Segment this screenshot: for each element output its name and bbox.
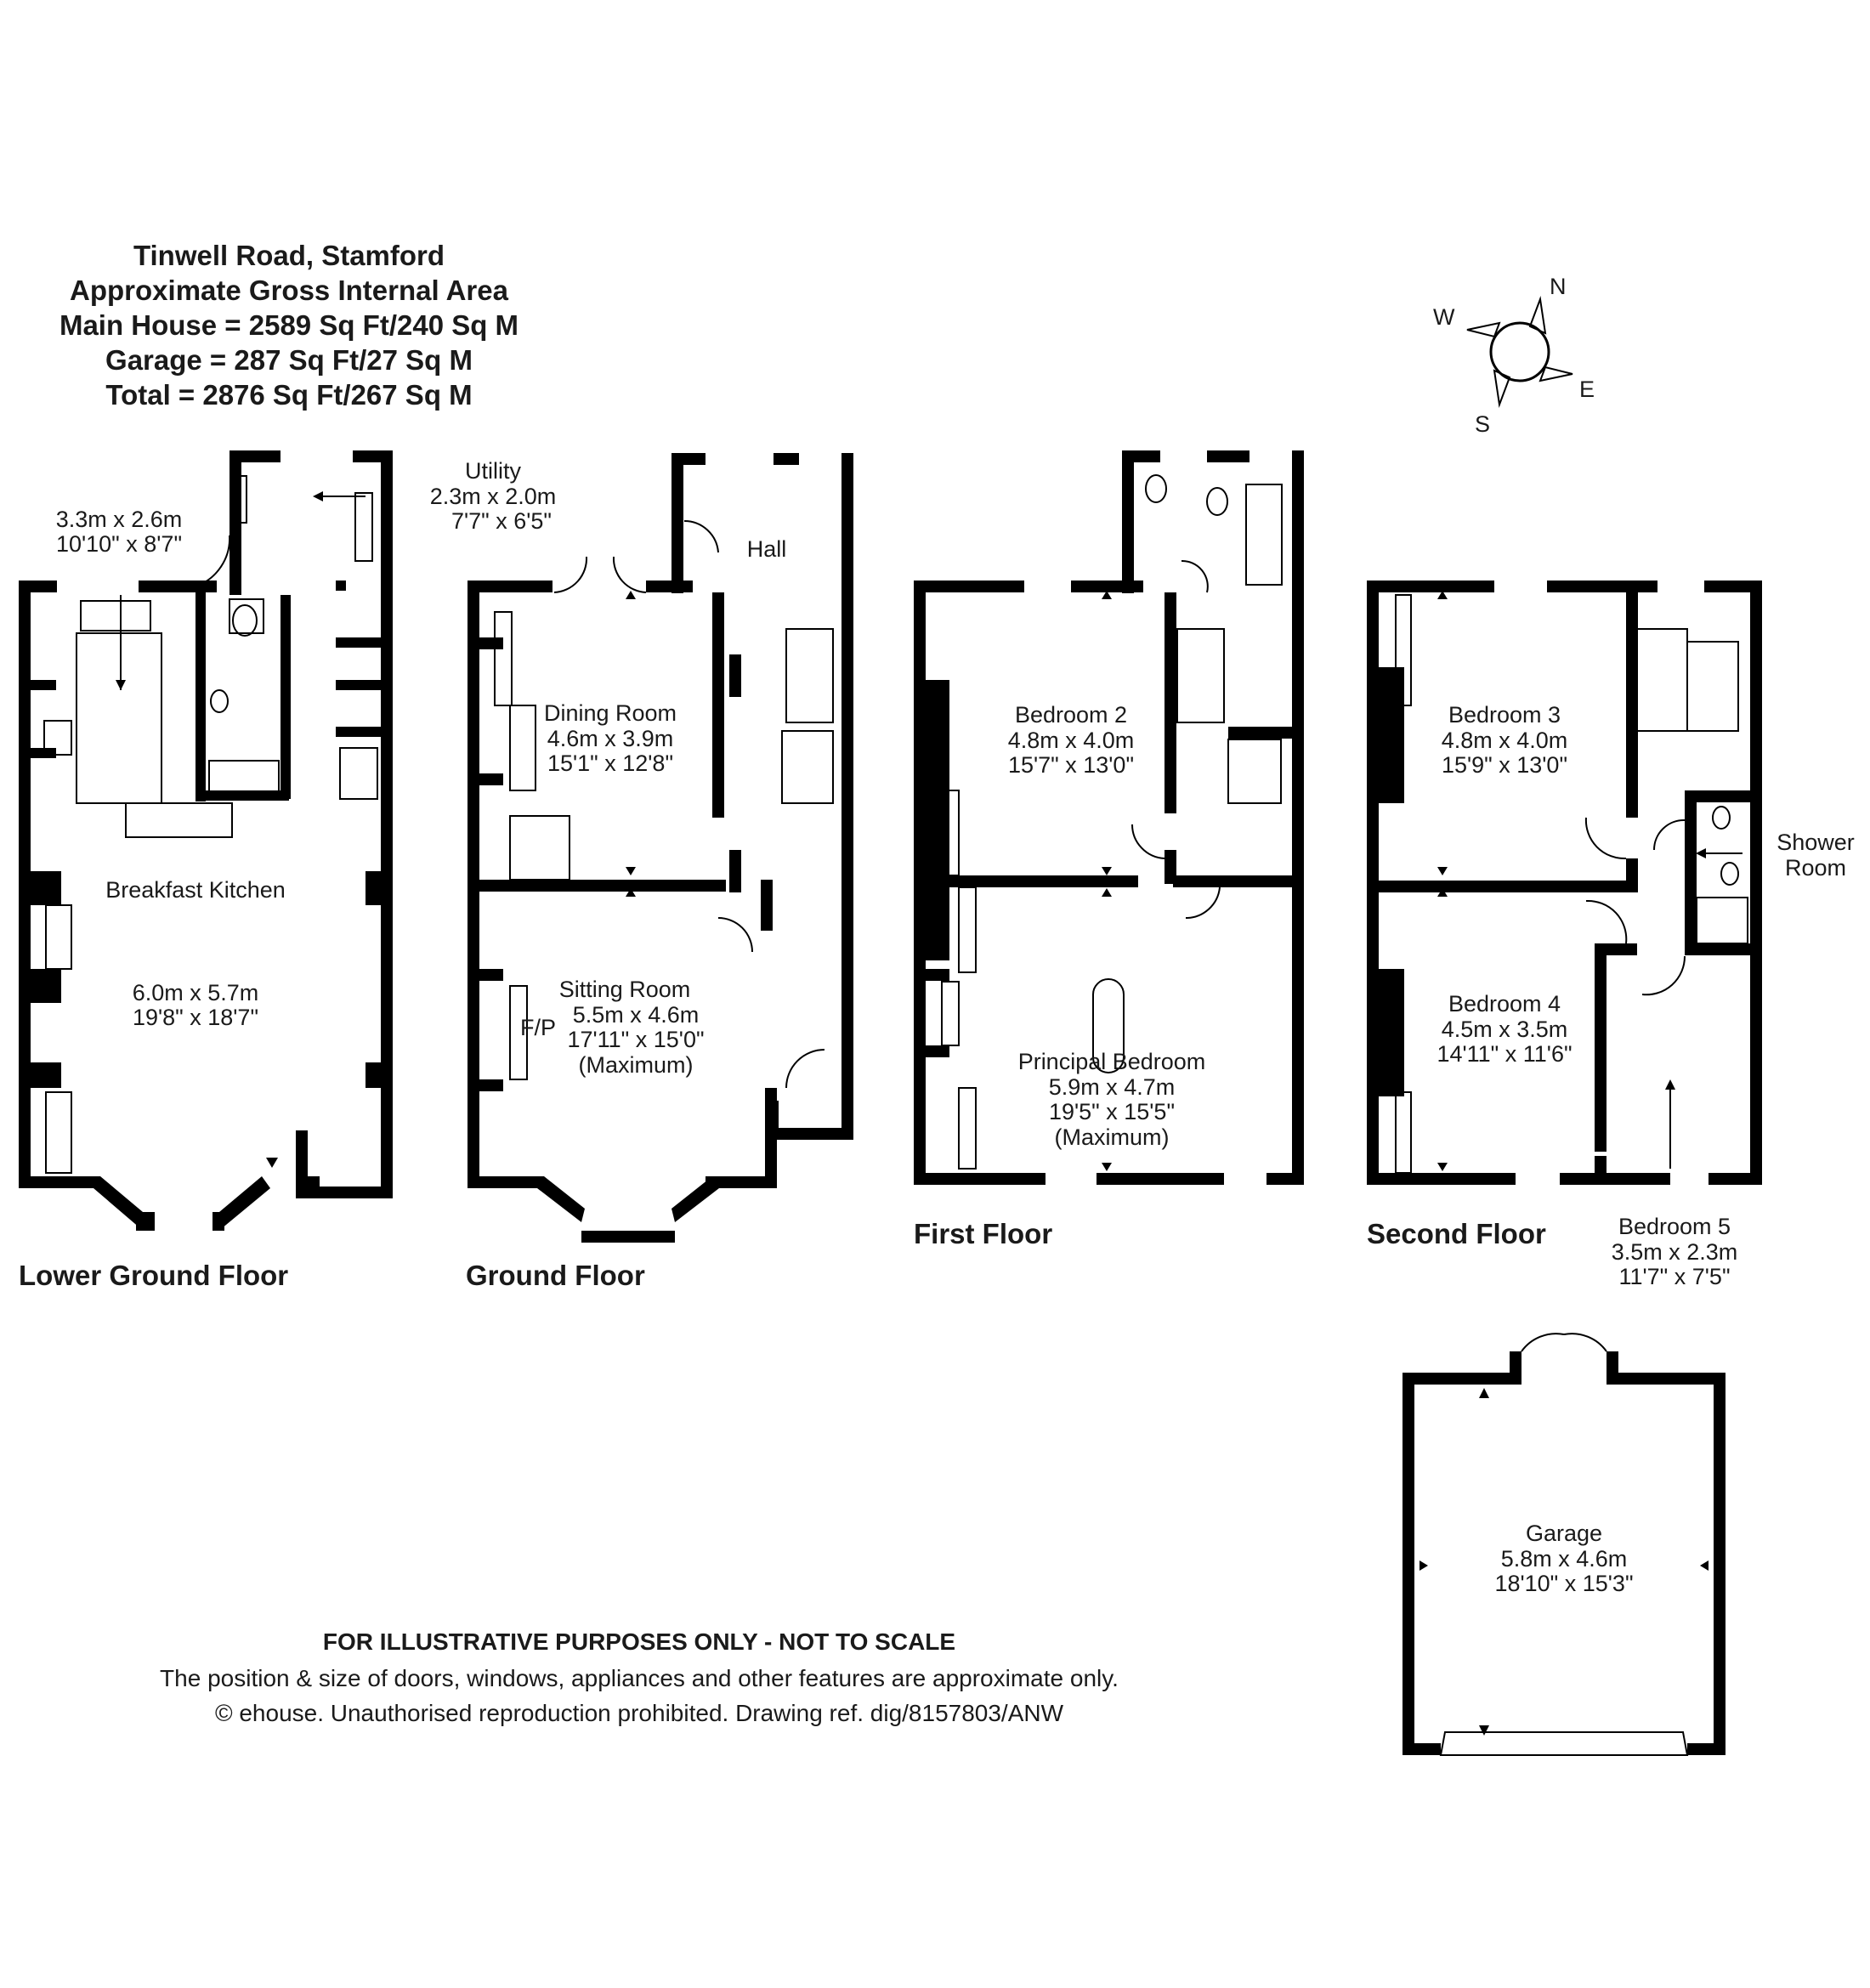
bedroom-4-name: Bedroom 4 bbox=[1448, 991, 1561, 1017]
bedroom-3-name: Bedroom 3 bbox=[1448, 702, 1561, 728]
main-house-area: Main House = 2589 Sq Ft/240 Sq M bbox=[60, 309, 518, 341]
utility-name: Utility bbox=[465, 458, 521, 484]
compass-n: N bbox=[1550, 274, 1567, 299]
bedroom-2-metric: 4.8m x 4.0m bbox=[1008, 728, 1135, 753]
first-floor-label: First Floor bbox=[914, 1218, 1052, 1249]
bedroom-3-metric: 4.8m x 4.0m bbox=[1442, 728, 1568, 753]
compass-w: W bbox=[1433, 304, 1455, 330]
bedroom-4-metric: 4.5m x 3.5m bbox=[1442, 1017, 1568, 1042]
copyright-text: © ehouse. Unauthorised reproduction proh… bbox=[215, 1700, 1064, 1726]
garage-area: Garage = 287 Sq Ft/27 Sq M bbox=[105, 344, 473, 376]
lower-ground-floor-label: Lower Ground Floor bbox=[19, 1260, 288, 1291]
fireplace-label: F/P bbox=[520, 1015, 556, 1040]
breakfast-kitchen-name: Breakfast Kitchen bbox=[105, 877, 286, 903]
bedroom-2-imperial: 15'7" x 13'0" bbox=[1008, 752, 1134, 778]
garage-plan: Garage 5.8m x 4.6m 18'10" x 15'3" bbox=[1402, 1333, 1726, 1756]
ground-floor-label: Ground Floor bbox=[466, 1260, 645, 1291]
utility-metric: 2.3m x 2.0m bbox=[430, 484, 557, 509]
shower-room-name-1: Shower bbox=[1776, 830, 1855, 855]
area-subtitle: Approximate Gross Internal Area bbox=[70, 275, 509, 306]
garage-name: Garage bbox=[1526, 1521, 1602, 1546]
sitting-room-imperial: 17'11" x 15'0" bbox=[567, 1027, 704, 1052]
disclaimer: FOR ILLUSTRATIVE PURPOSES ONLY - NOT TO … bbox=[160, 1628, 1119, 1726]
disclaimer-text: The position & size of doors, windows, a… bbox=[160, 1665, 1119, 1691]
header: Tinwell Road, Stamford Approximate Gross… bbox=[60, 240, 518, 411]
dining-room-name: Dining Room bbox=[544, 700, 677, 726]
address-title: Tinwell Road, Stamford bbox=[133, 240, 445, 271]
ground-floor-plan: Dining Room 4.6m x 3.9m 15'1" x 12'8" Ha… bbox=[466, 453, 853, 1291]
sitting-room-name: Sitting Room bbox=[559, 977, 691, 1002]
bedroom-4-imperial: 14'11" x 11'6" bbox=[1436, 1041, 1572, 1067]
bedroom-2-name: Bedroom 2 bbox=[1015, 702, 1127, 728]
store-metric: 3.3m x 2.6m bbox=[56, 507, 183, 532]
sitting-room-note: (Maximum) bbox=[579, 1052, 694, 1078]
dining-room-metric: 4.6m x 3.9m bbox=[547, 726, 674, 751]
principal-bedroom-name: Principal Bedroom bbox=[1018, 1049, 1206, 1074]
sitting-room-metric: 5.5m x 4.6m bbox=[573, 1002, 700, 1028]
store-imperial: 10'10" x 8'7" bbox=[56, 531, 182, 557]
lower-ground-floor-plan: 3.3m x 2.6m 10'10" x 8'7" Utility 2.3m x… bbox=[19, 450, 556, 1291]
bedroom-3-imperial: 15'9" x 13'0" bbox=[1442, 752, 1567, 778]
compass-s: S bbox=[1475, 411, 1490, 437]
bedroom-5-imperial: 11'7" x 7'5" bbox=[1618, 1264, 1730, 1289]
second-floor-label: Second Floor bbox=[1367, 1218, 1546, 1249]
garage-imperial: 18'10" x 15'3" bbox=[1494, 1571, 1633, 1596]
compass-e: E bbox=[1579, 377, 1595, 402]
breakfast-kitchen-imperial: 19'8" x 18'7" bbox=[133, 1005, 258, 1030]
garage-metric: 5.8m x 4.6m bbox=[1501, 1546, 1628, 1572]
principal-bedroom-imperial: 19'5" x 15'5" bbox=[1049, 1099, 1175, 1124]
shower-room-name-2: Room bbox=[1785, 855, 1846, 881]
second-floor-plan: Bedroom 3 4.8m x 4.0m 15'9" x 13'0" Show… bbox=[1367, 581, 1855, 1289]
breakfast-kitchen-metric: 6.0m x 5.7m bbox=[133, 980, 259, 1005]
hall-name: Hall bbox=[747, 536, 787, 562]
bedroom-5-name: Bedroom 5 bbox=[1618, 1214, 1731, 1239]
principal-bedroom-metric: 5.9m x 4.7m bbox=[1049, 1074, 1176, 1100]
first-floor-plan: Bedroom 2 4.8m x 4.0m 15'7" x 13'0" Prin… bbox=[914, 450, 1304, 1249]
total-area: Total = 2876 Sq Ft/267 Sq M bbox=[105, 379, 472, 411]
compass-icon: N E S W bbox=[1433, 274, 1595, 437]
bedroom-5-metric: 3.5m x 2.3m bbox=[1612, 1239, 1738, 1265]
dining-room-imperial: 15'1" x 12'8" bbox=[547, 750, 673, 776]
utility-imperial: 7'7" x 6'5" bbox=[451, 508, 552, 534]
disclaimer-heading: FOR ILLUSTRATIVE PURPOSES ONLY - NOT TO … bbox=[323, 1628, 955, 1655]
principal-bedroom-note: (Maximum) bbox=[1055, 1124, 1170, 1150]
